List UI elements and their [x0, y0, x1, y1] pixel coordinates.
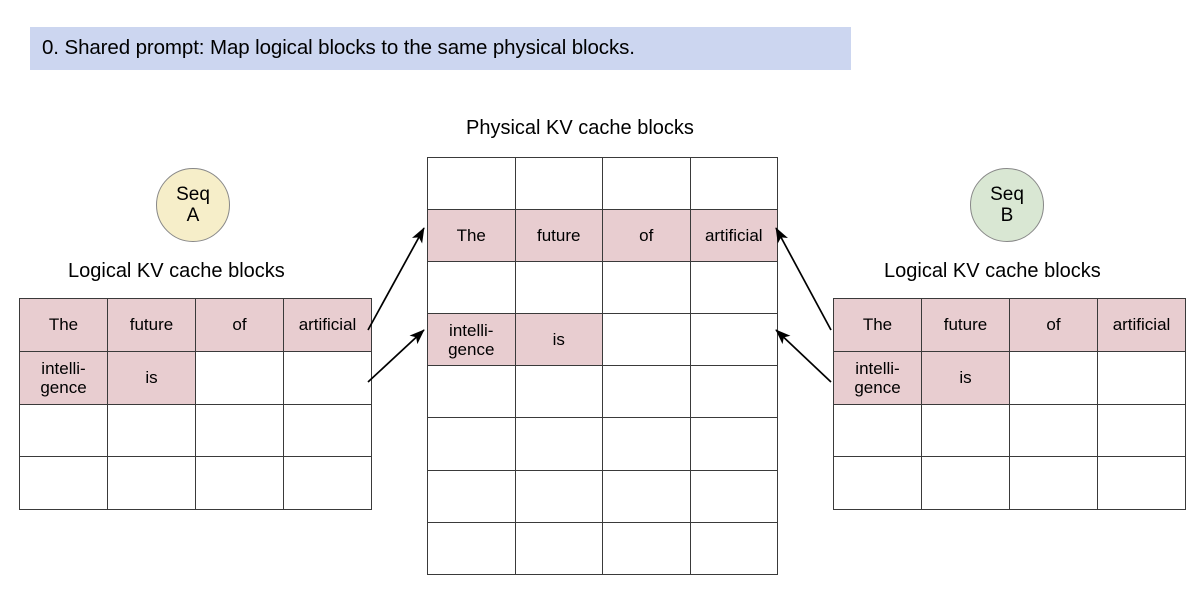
table-row [833, 456, 1186, 510]
kv-block-empty [195, 456, 284, 510]
kv-block-empty [689, 521, 778, 575]
kv-block-empty [1009, 456, 1098, 510]
kv-block-empty [602, 417, 691, 471]
kv-block-empty [19, 403, 108, 458]
kv-block-filled: artificial [689, 209, 778, 263]
logical-a-table-caption: Logical KV cache blocks [68, 260, 285, 282]
kv-block-filled: of [602, 209, 691, 263]
table-row [19, 456, 372, 510]
kv-block-empty [1097, 456, 1186, 510]
kv-block-empty [514, 469, 603, 523]
logical-b-table-caption: Logical KV cache blocks [884, 260, 1101, 282]
kv-block-empty [427, 417, 516, 471]
kv-block-empty [514, 156, 603, 211]
kv-block-empty [427, 469, 516, 523]
kv-block-empty [283, 350, 372, 405]
table-row [427, 521, 778, 575]
kv-block-filled: intelli-gence [19, 350, 108, 405]
table-row [427, 365, 778, 419]
arrow-a-row2-to-physical-row4 [367, 329, 425, 383]
kv-block-empty [602, 261, 691, 315]
kv-block-empty [833, 403, 922, 458]
table-row [19, 403, 372, 458]
arrow-a-row1-to-physical-row2 [367, 227, 425, 331]
kv-block-empty [427, 156, 516, 211]
table-row [427, 156, 778, 211]
kv-block-filled: is [921, 350, 1010, 405]
table-row [427, 261, 778, 315]
seq-b-label-line1: Seq [990, 184, 1024, 205]
kv-block-filled: future [107, 298, 196, 352]
table-row [427, 469, 778, 523]
table-row [833, 403, 1186, 458]
kv-block-empty [283, 403, 372, 458]
kv-block-filled: The [833, 298, 922, 352]
kv-block-empty [689, 261, 778, 315]
kv-block-filled: intelli-gence [427, 313, 516, 367]
kv-block-empty [689, 365, 778, 419]
kv-block-empty [195, 403, 284, 458]
arrow-b-row1-to-physical-row2 [775, 227, 832, 331]
kv-block-filled: artificial [283, 298, 372, 352]
kv-block-empty [689, 469, 778, 523]
kv-block-empty [514, 365, 603, 419]
seq-a-badge: Seq A [156, 168, 230, 242]
kv-block-empty [19, 456, 108, 510]
kv-block-empty [1009, 403, 1098, 458]
kv-block-empty [921, 456, 1010, 510]
step-banner-text: 0. Shared prompt: Map logical blocks to … [42, 36, 635, 60]
kv-block-empty [602, 365, 691, 419]
kv-block-empty [107, 456, 196, 510]
kv-block-empty [283, 456, 372, 510]
step-banner: 0. Shared prompt: Map logical blocks to … [30, 27, 851, 70]
kv-block-empty [689, 156, 778, 211]
kv-block-empty [833, 456, 922, 510]
kv-block-filled: The [19, 298, 108, 352]
kv-block-filled: future [921, 298, 1010, 352]
kv-block-empty [107, 403, 196, 458]
kv-block-empty [195, 350, 284, 405]
kv-block-empty [602, 521, 691, 575]
kv-block-filled: artificial [1097, 298, 1186, 352]
kv-block-empty [921, 403, 1010, 458]
kv-block-empty [602, 156, 691, 211]
kv-block-filled: is [107, 350, 196, 405]
table-row [427, 417, 778, 471]
kv-block-filled: is [514, 313, 603, 367]
arrow-b-row2-to-physical-row4 [775, 329, 832, 383]
seq-a-label-line1: Seq [176, 184, 210, 205]
seq-a-label-line2: A [186, 205, 200, 226]
seq-b-badge: Seq B [970, 168, 1044, 242]
kv-block-empty [514, 521, 603, 575]
kv-block-empty [427, 261, 516, 315]
kv-block-filled: future [514, 209, 603, 263]
kv-block-filled: intelli-gence [833, 350, 922, 405]
kv-block-empty [689, 417, 778, 471]
kv-block-empty [602, 469, 691, 523]
kv-block-empty [514, 417, 603, 471]
kv-block-filled: of [1009, 298, 1098, 352]
kv-block-empty [1097, 350, 1186, 405]
kv-block-empty [689, 313, 778, 367]
kv-block-filled: of [195, 298, 284, 352]
seq-b-label-line2: B [1000, 205, 1014, 226]
physical-table-caption: Physical KV cache blocks [466, 117, 694, 139]
kv-block-empty [1009, 350, 1098, 405]
kv-block-empty [427, 521, 516, 575]
kv-block-empty [1097, 403, 1186, 458]
kv-block-empty [514, 261, 603, 315]
kv-block-filled: The [427, 209, 516, 263]
kv-block-empty [602, 313, 691, 367]
kv-block-empty [427, 365, 516, 419]
